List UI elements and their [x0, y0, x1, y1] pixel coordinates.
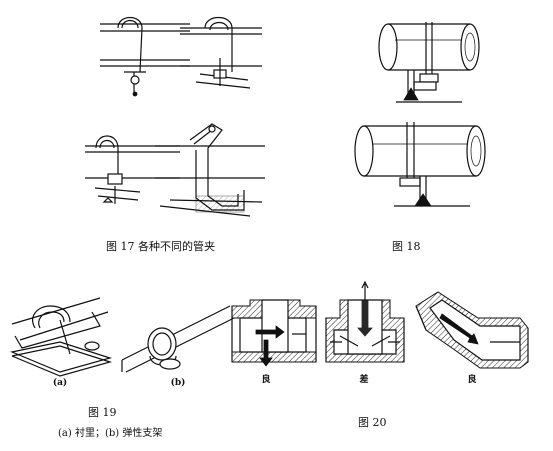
figure17-clamp-top-right [180, 16, 262, 89]
figure19-subcaption: (a) 衬里；(b) 弹性支架 [58, 428, 163, 439]
figure19b-elastic-support [121, 305, 235, 373]
figure19a-lining-clamp [9, 297, 113, 377]
figure19-caption: 图 19 [88, 406, 117, 419]
figure19-label-b: (b) [170, 378, 186, 388]
figure17-caption: 图 17 各种不同的管夹 [106, 240, 215, 253]
figure18-upper-support [378, 22, 480, 103]
figure18-lower-support [354, 122, 486, 207]
figure17-clamp-bottom-right [155, 123, 265, 217]
figure20-label-good-1: 良 [261, 375, 271, 385]
figure20-label-poor: 差 [359, 375, 369, 385]
figure17-clamp-top-left [100, 16, 190, 97]
figure20-y-fitting-good [415, 291, 529, 369]
figure19-label-a: (a) [52, 378, 68, 388]
figure20-tee-good [231, 299, 317, 367]
figure20-caption: 图 20 [358, 416, 387, 429]
figure18-caption: 图 18 [392, 240, 421, 253]
figure20-label-good-2: 良 [467, 375, 477, 385]
figure20-tee-poor [325, 280, 405, 363]
